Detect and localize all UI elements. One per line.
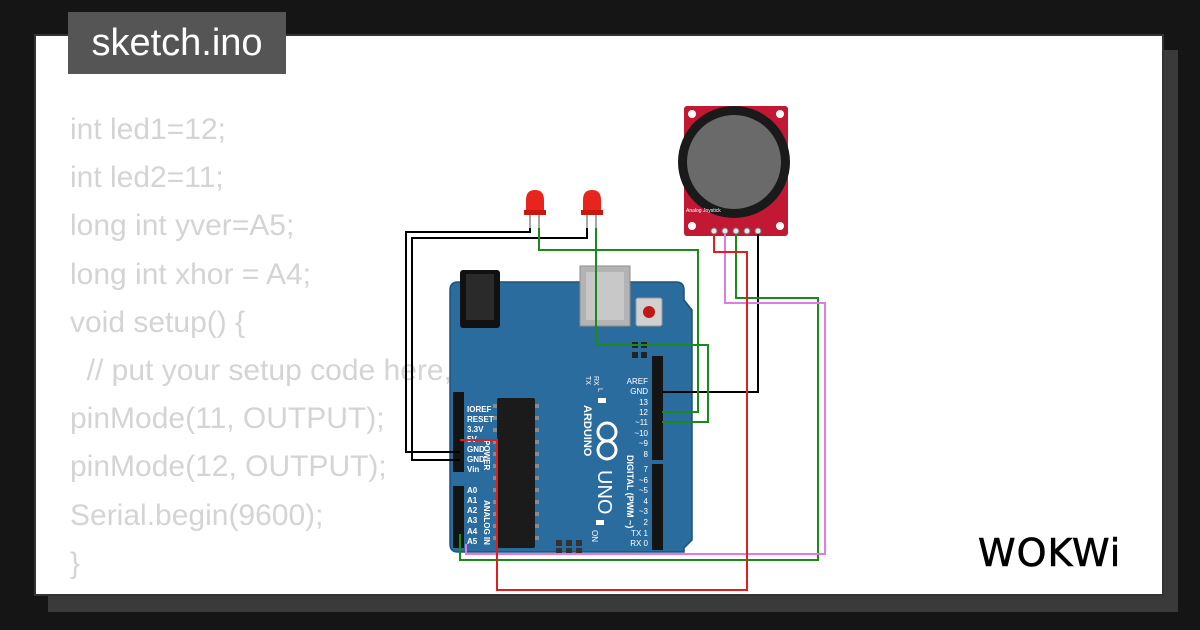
wire-joystick-vert[interactable]: [465, 234, 826, 555]
code-line: long int yver=A5;: [70, 209, 295, 243]
joystick-knob[interactable]: [687, 115, 781, 209]
atmega-chip: [497, 398, 535, 548]
code-line: int led1=12;: [70, 113, 226, 146]
pin-label-12: 12: [639, 408, 648, 417]
pin-label-7: 7: [644, 465, 649, 474]
wire-joystick-gnd[interactable]: [662, 234, 759, 393]
sketch-title: sketch.ino: [68, 12, 286, 74]
digital-header-high: [652, 356, 663, 460]
wire-led1-pin12[interactable]: [538, 228, 699, 413]
joystick-label: Analog Joystick: [686, 208, 721, 214]
analog-header: [453, 486, 464, 548]
pin-label-1: TX 1: [631, 529, 648, 538]
pin-label-5: ~5: [639, 486, 649, 495]
pin-label-4: 4: [644, 497, 649, 506]
code-line: pinMode(12, OUTPUT);: [70, 450, 387, 484]
pin-label-0: RX 0: [630, 539, 648, 548]
pin-label-vin: Vin: [467, 465, 479, 474]
pin-label-10: ~10: [634, 429, 648, 438]
pin-label-a0: A0: [467, 486, 478, 495]
wire-led2-pin11[interactable]: [595, 228, 709, 423]
pin-label-3v3: 3.3V: [467, 425, 484, 434]
pin-label-2: 2: [644, 518, 649, 527]
pin-label-aref: AREF: [627, 377, 648, 386]
code-listing: int led1=12; int led2=11; long int yver=A5…: [70, 106, 619, 588]
pin-label-13: 13: [639, 398, 648, 407]
tx-label: TX: [584, 376, 591, 385]
analog-label: ANALOG IN: [482, 500, 491, 545]
code-line: }: [70, 546, 81, 580]
pin-label-11: ~11: [635, 418, 649, 427]
code-line: int led2=11;: [70, 161, 224, 195]
power-header: [453, 392, 464, 472]
code-line: pinMode(11, OUTPUT);: [70, 402, 385, 436]
pin-label-gnd-2: GND: [467, 455, 485, 464]
pin-label-a3: A3: [467, 516, 478, 525]
code-line: Serial.begin(9600);: [70, 498, 324, 532]
wire-joystick-horz[interactable]: [459, 234, 819, 561]
wokwi-logo[interactable]: WOKWi: [976, 530, 1148, 578]
pin-label-8: 8: [644, 450, 649, 459]
wire-led2-gnd[interactable]: [411, 228, 588, 461]
led-2[interactable]: [581, 190, 603, 228]
rx-label: RX: [592, 376, 599, 386]
analog-joystick[interactable]: Analog Joystick: [678, 106, 790, 236]
pin-label-a4: A4: [467, 527, 478, 536]
pin-label-3: ~3: [639, 507, 649, 516]
power-label: POWER: [482, 440, 491, 470]
code-line: long int xhor = A4;: [70, 257, 311, 291]
l-label: L: [596, 388, 603, 392]
pin-label-6: ~6: [639, 476, 649, 485]
code-line: void setup() {: [70, 305, 246, 339]
pin-label-a5: A5: [467, 537, 478, 546]
pin-label-a1: A1: [467, 496, 478, 505]
model-label: UNO: [593, 470, 615, 514]
on-label: ON: [590, 530, 599, 542]
pin-label-gnd-1: GND: [467, 445, 485, 454]
arduino-uno-board[interactable]: AREF GND 13 12 ~11 ~10 ~9 8 7 ~6 ~5 4 ~3…: [449, 265, 693, 554]
pin-label-gnd: GND: [630, 387, 648, 396]
pin-label-a2: A2: [467, 506, 478, 515]
digital-label: DIGITAL (PWM ~): [625, 455, 635, 528]
led-1[interactable]: [524, 190, 546, 228]
wokwi-logo-text: WOKWi: [978, 531, 1121, 575]
pin-label-ioref: IOREF: [467, 405, 492, 414]
digital-header-low: [652, 464, 663, 550]
wire-led1-gnd[interactable]: [405, 228, 531, 453]
chip-legs: [493, 404, 539, 540]
joystick-pins: [710, 227, 762, 235]
brand-label: ARDUINO: [581, 405, 593, 457]
wire-joystick-vcc[interactable]: [460, 234, 748, 591]
pin-label-reset: RESET: [467, 415, 494, 424]
arduino-infinity-logo: [596, 421, 618, 461]
pin-label-9: ~9: [639, 439, 649, 448]
